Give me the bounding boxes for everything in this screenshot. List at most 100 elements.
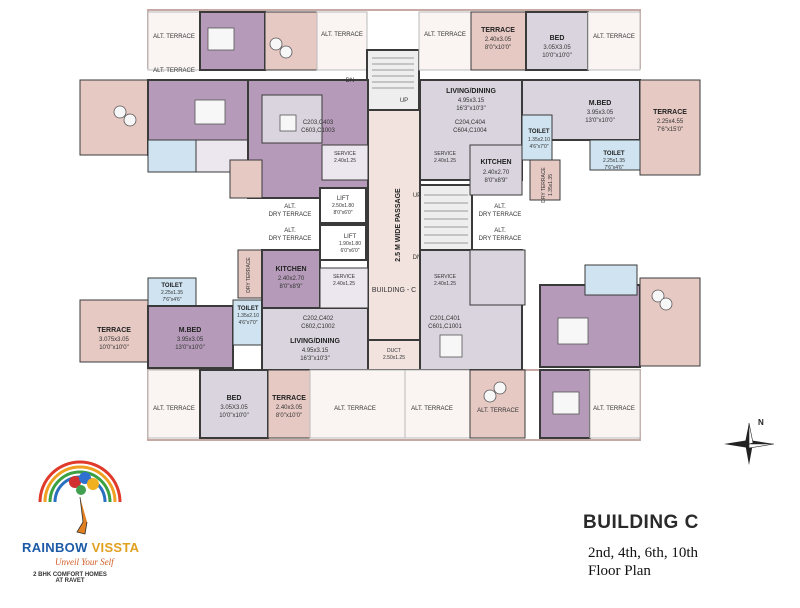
label-bot-alt3: ALT. TERRACE — [411, 406, 453, 412]
plan-subtitle-label: Floor Plan — [588, 563, 651, 579]
room-lr-toilet — [584, 264, 638, 296]
label-br-flats1: C201,C401 — [430, 316, 461, 322]
label-tr-terrace: TERRACE — [653, 109, 687, 116]
room-ur-dry — [529, 159, 561, 201]
label-br-service-dim: 2.40x1.25 — [434, 281, 456, 287]
label-tl-flats1: C203,C403 — [303, 120, 334, 126]
label-up-mid: UP — [413, 193, 421, 199]
label-top-bed: BED — [550, 35, 565, 42]
room-tl-alt-terrace — [147, 11, 201, 71]
label-tr-flats2: C604,C1004 — [453, 128, 487, 134]
label-lift-a-dim2: 8'0"x6'0" — [333, 210, 352, 216]
label-dn-top: DN — [346, 78, 355, 84]
label-tr-kitchen-dim1: 2.40x2.70 — [483, 170, 510, 176]
label-dry-terrace-vert: DRY TERRACE — [541, 167, 547, 203]
brand-name: RAINBOW VISSTA — [22, 540, 140, 555]
label-duct-dim: 2.50x1.25 — [383, 355, 405, 361]
label-duct: DUCT — [387, 348, 401, 354]
label-up-top: UP — [400, 98, 408, 104]
label-bot-alt4: ALT. TERRACE — [477, 408, 519, 414]
label-bl-flats2: C602,C1002 — [301, 324, 335, 330]
stair-treads-top — [372, 57, 414, 89]
label-bl-mbed-dim1: 3.95x3.05 — [177, 337, 204, 343]
room-lr-kitchen — [469, 249, 526, 306]
plan-subtitle-floors: 2nd, 4th, 6th, 10th — [588, 545, 699, 561]
room-ll-terrace — [79, 299, 149, 363]
room-top-alt2 — [418, 11, 472, 71]
label-bl-living: LIVING/DINING — [290, 338, 340, 345]
label-tr-alt: ALT. TERRACE — [593, 34, 635, 40]
label-bl-terrace: TERRACE — [97, 327, 131, 334]
rainbow-vissta-logo-icon — [38, 460, 122, 535]
label-tr-mbed: M.BED — [589, 100, 612, 107]
label-dry-dim: 1.35x1.35 — [548, 174, 554, 196]
label-bl-kitchen-dim1: 2.40x2.70 — [278, 276, 305, 282]
label-lift-b-dim1: 1.90x1.80 — [339, 241, 361, 247]
label-bot-alt5: ALT. TERRACE — [593, 406, 635, 412]
room-ul-toilet — [147, 139, 197, 173]
room-lr-bedroom — [539, 284, 641, 368]
room-tr-alt — [587, 11, 641, 71]
label-bl-service: SERVICE — [333, 274, 356, 280]
label-tl-alt: ALT. TERRACE — [153, 34, 195, 40]
label-top-bed-dim1: 3.05X3.05 — [543, 45, 571, 51]
label-tr-toilet1-dim1: 1.35x2.10 — [528, 137, 550, 143]
label-alt-dry-r2: DRY TERRACE — [479, 212, 522, 218]
label-bot-bed: BED — [227, 395, 242, 402]
label-tr-terrace-dim1: 2.25x4.55 — [657, 119, 684, 125]
label-lift-a-dim1: 2.50x1.80 — [332, 203, 354, 209]
label-tr-toilet2: TOILET — [603, 151, 625, 157]
label-br-flats2: C601,C1001 — [428, 324, 462, 330]
room-ul-terrace — [79, 79, 149, 156]
label-passage: 2.5 M WIDE PASSAGE — [395, 188, 402, 262]
label-top-terrace-dim1: 2.40x3.05 — [485, 37, 512, 43]
label-bl-dry: DRY TERRACE — [246, 257, 252, 293]
room-bot-bed — [199, 369, 269, 439]
label-tr-service: SERVICE — [434, 151, 457, 157]
plan-title: BUILDING C — [583, 512, 699, 533]
room-ur-terrace — [639, 79, 701, 176]
brand-tagline: Unveil Your Self — [55, 557, 114, 567]
label-alt-dry-l1: ALT. — [284, 204, 296, 210]
label-bl-kitchen-dim2: 8'0"x8'9" — [280, 284, 303, 290]
service-tl — [321, 144, 369, 181]
label-bot-alt1: ALT. TERRACE — [153, 406, 195, 412]
label-bl-toilet-dim1: 2.25x1.35 — [161, 290, 183, 296]
label-alt-dry-l4: DRY TERRACE — [269, 236, 312, 242]
label-tr-living-dim1: 4.95x3.15 — [458, 98, 485, 104]
label-bl-toilet-dim2: 7'6"x4'6" — [162, 297, 181, 303]
label-bl-toilet2: TOILET — [237, 306, 259, 312]
label-tl-flats2: C603,C1003 — [301, 128, 335, 134]
center-labels: 2.5 M WIDE PASSAGE BUILDING - C UP DN UP… — [332, 78, 421, 361]
room-bot-alt4 — [589, 369, 641, 439]
label-tr-mbed-dim1: 3.95x3.05 — [587, 110, 614, 116]
room-ur-kitchen — [469, 144, 523, 196]
label-top-bed-dim2: 10'0"x10'0" — [542, 53, 572, 59]
compass-label: N — [758, 418, 764, 427]
label-lift-a: LIFT — [337, 196, 350, 202]
label-bot-alt2: ALT. TERRACE — [334, 406, 376, 412]
label-lift-b-dim2: 6'0"x6'0" — [340, 248, 359, 254]
label-bl-toilet2-dim2: 4'6"x7'0" — [238, 320, 257, 326]
label-tl-alt-lower: ALT. TERRACE — [153, 68, 195, 74]
room-top-alt — [316, 11, 368, 71]
label-lift-b: LIFT — [344, 234, 357, 240]
label-bl-kitchen: KITCHEN — [275, 266, 306, 273]
label-tr-toilet1: TOILET — [528, 129, 550, 135]
label-top-terrace: TERRACE — [481, 27, 515, 34]
label-dn-mid: DN — [413, 255, 422, 261]
room-ll-toilet2 — [232, 299, 264, 346]
label-br-service: SERVICE — [434, 274, 457, 280]
label-bl-terrace-dim2: 10'0"x10'0" — [99, 345, 129, 351]
room-top-bed — [525, 11, 589, 71]
label-bl-toilet2-dim1: 1.35x2.10 — [237, 313, 259, 319]
label-bot-terrace: TERRACE — [272, 395, 306, 402]
label-top-alt2: ALT. TERRACE — [424, 32, 466, 38]
label-bl-living-dim1: 4.95x3.15 — [302, 348, 329, 354]
label-tl-service-dim: 2.40x1.25 — [334, 158, 356, 164]
lift-b — [319, 224, 367, 261]
label-tr-service-dim: 2.40x1.25 — [434, 158, 456, 164]
room-bot-terrace2 — [469, 369, 526, 439]
central-passage — [367, 109, 421, 361]
